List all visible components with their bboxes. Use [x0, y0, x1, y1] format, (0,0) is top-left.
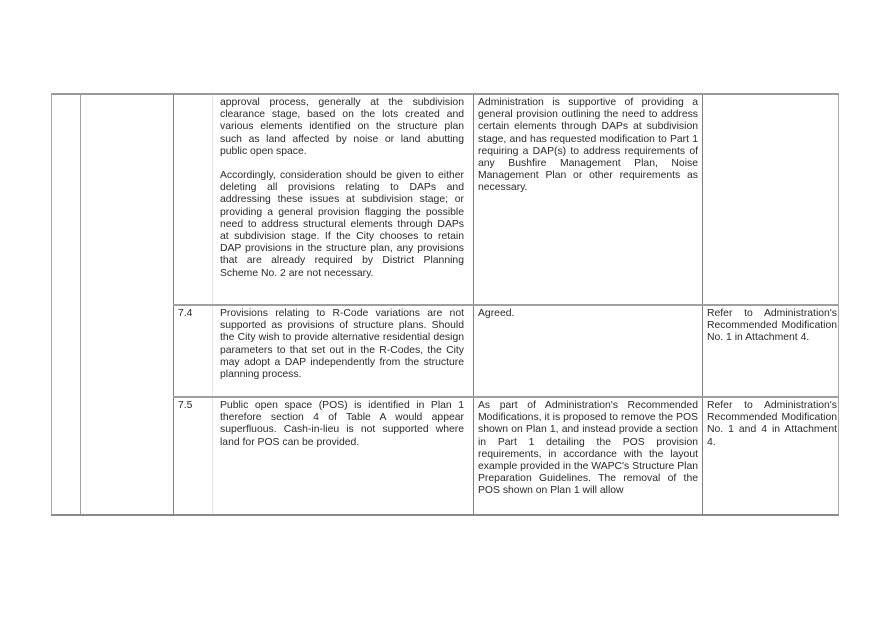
- comment-paragraph: Accordingly, consideration should be giv…: [220, 170, 464, 279]
- item-number: 7.5: [178, 400, 193, 411]
- comment-paragraph: approval process, generally at the subdi…: [220, 97, 464, 157]
- row-divider: [173, 396, 838, 398]
- response-cell: Administration is supportive of providin…: [478, 97, 698, 194]
- item-number: 7.4: [178, 308, 193, 319]
- column-divider: [80, 95, 81, 514]
- comment-cell: Provisions relating to R-Code variations…: [220, 308, 464, 381]
- recommendation-cell: Refer to Administration's Recommended Mo…: [707, 400, 837, 448]
- comment-cell: approval process, generally at the subdi…: [220, 97, 464, 280]
- response-cell: Agreed.: [478, 308, 515, 319]
- row-divider: [173, 304, 838, 306]
- recommendation-cell: Refer to Administration's Recommended Mo…: [707, 308, 837, 344]
- comment-paragraph: Provisions relating to R-Code variations…: [220, 308, 464, 381]
- comment-paragraph: Public open space (POS) is identified in…: [220, 400, 464, 448]
- submissions-table: approval process, generally at the subdi…: [51, 93, 839, 516]
- comment-cell: Public open space (POS) is identified in…: [220, 400, 464, 449]
- response-cell: As part of Administration's Recommended …: [478, 400, 698, 497]
